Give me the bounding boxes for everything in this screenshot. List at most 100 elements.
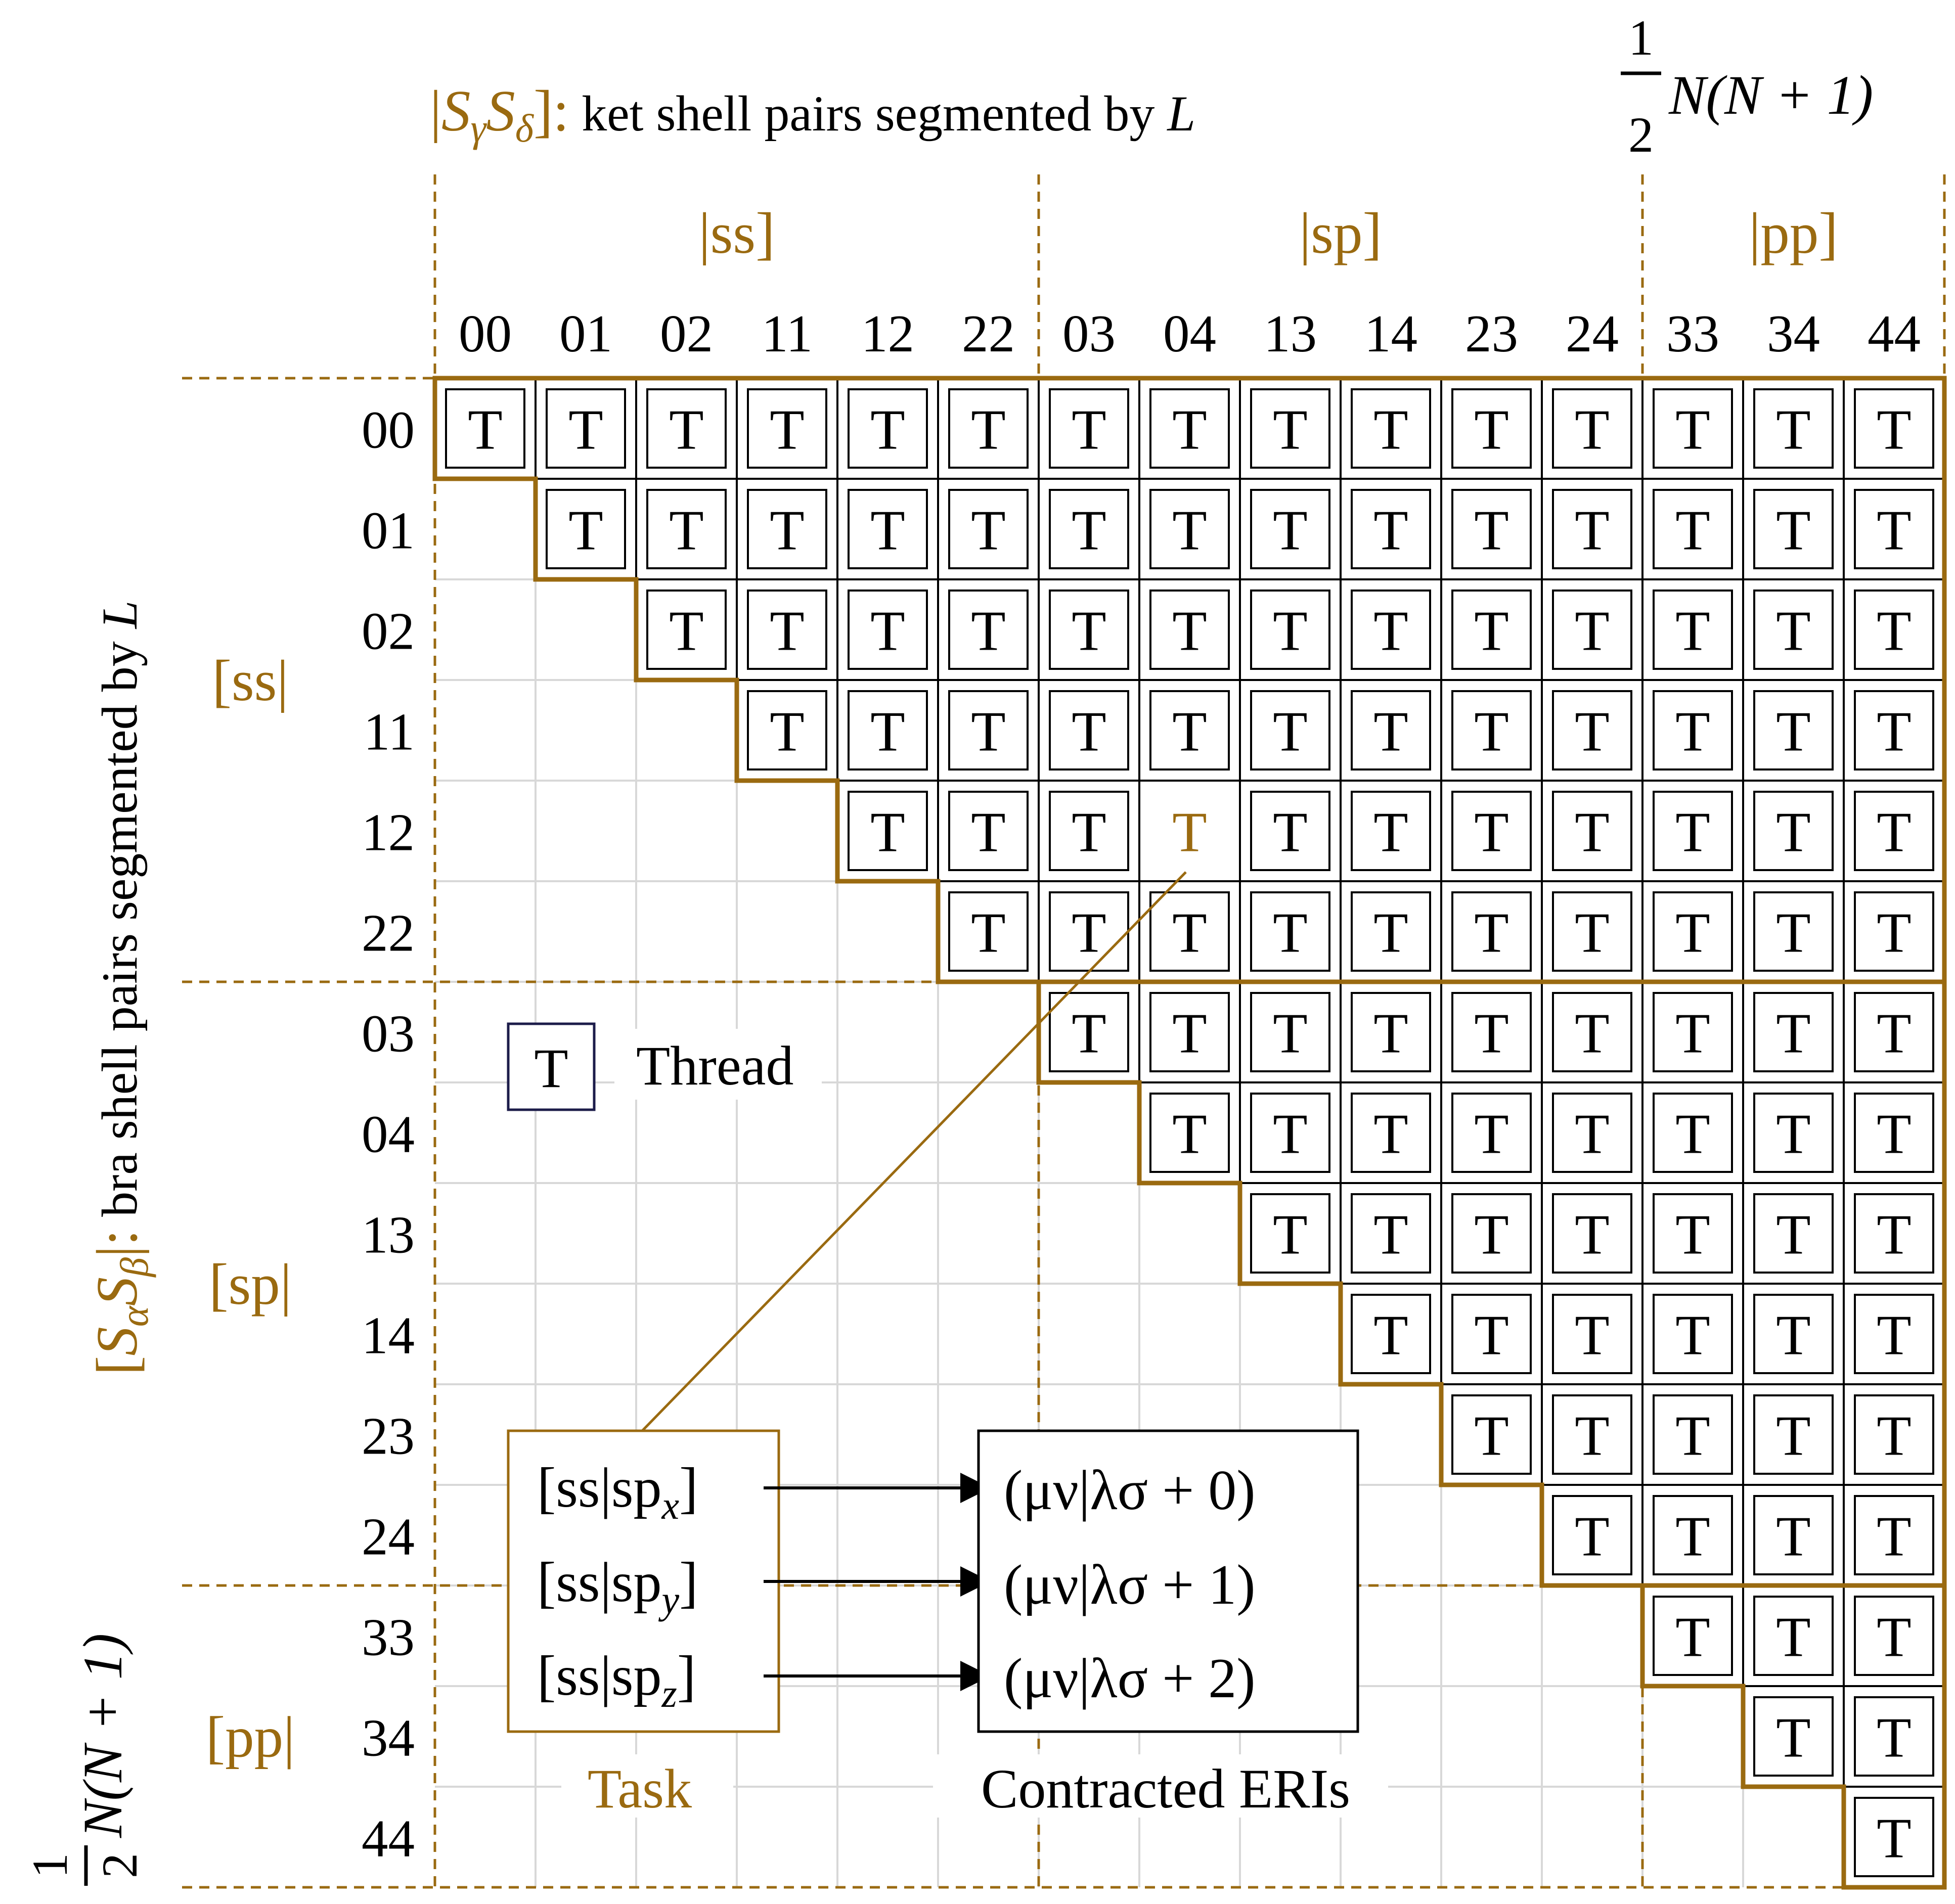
thread-cell: T [1440,880,1543,983]
thread-cell: T [1641,981,1744,1083]
thread-symbol: T [1072,600,1106,663]
task-item: [ss|spy] [537,1551,698,1622]
thread-cell: T [1239,478,1342,580]
thread-symbol: T [1675,1204,1710,1266]
segment-frame [1640,1583,1947,1890]
thread-cell: T [1541,880,1643,983]
thread-symbol: T [971,399,1005,462]
thread-cell: T [836,679,939,782]
thread-symbol: T [971,902,1005,965]
thread-cell: T [1742,1081,1845,1184]
thread-cell: T [1843,1182,1945,1285]
thread-cell: T [1440,377,1543,480]
bra-row-label: 02 [362,602,415,661]
thread-cell: T [1541,478,1643,580]
thread-cell: T [1038,780,1140,882]
thread-symbol: T [568,399,603,462]
thread-symbol: T [1273,902,1307,965]
thread-symbol: T [1172,1003,1207,1065]
thread-cell: T [1641,1081,1744,1184]
thread-cell: T [1641,880,1744,983]
thread-symbol: T [971,701,1005,763]
thread-symbol: T [1373,801,1408,864]
bra-row-label: 03 [362,1004,415,1063]
thread-cell: T [1239,1182,1342,1285]
svg-text:1: 1 [1628,10,1654,66]
thread-symbol: T [1474,1304,1508,1367]
thread-cell: T [937,578,1040,681]
eri-title: Contracted ERIs [981,1758,1350,1820]
thread-cell: T [1138,478,1241,580]
thread-cell: T [635,478,738,580]
thread-cell: T [1340,578,1442,681]
thread-symbol: T [1072,902,1106,965]
thread-symbol: T [1575,600,1609,663]
thread-cell: T [434,377,537,480]
legend-thread-label: Thread [636,1035,793,1097]
thread-symbol: T [1273,1003,1307,1065]
thread-cell: T [1742,1584,1845,1687]
task-item: [ss|spz] [537,1645,696,1715]
thread-symbol: T [1373,1003,1408,1065]
ket-count-formula: 1 2 N(N + 1) [1621,10,1873,163]
thread-symbol: T [1072,1003,1106,1065]
eri-item: (μν|λσ + 1) [1004,1554,1256,1616]
thread-symbol: T [1273,801,1307,864]
thread-symbol: T [1776,801,1810,864]
thread-symbol: T [1575,1204,1609,1266]
thread-cell: T [1340,780,1442,882]
bra-group-label: [sp| [209,1252,292,1317]
thread-symbol: T [1877,1304,1911,1367]
thread-cell: T [1641,478,1744,580]
bra-row-label: 11 [364,702,415,761]
ket-column-label: 22 [962,304,1015,363]
thread-symbol: T [568,500,603,562]
thread-symbol: T [1675,1103,1710,1166]
thread-symbol: T [1776,1405,1810,1468]
thread-symbol: T [1776,1304,1810,1367]
thread-symbol: T [1172,1103,1207,1166]
thread-symbol: T [1877,399,1911,462]
thread-cell: T [1641,578,1744,681]
thread-cell: T [1440,1383,1543,1486]
svg-text:2: 2 [1628,107,1654,163]
thread-symbol: T [1172,701,1207,763]
task-box: [ss|spx][ss|spy][ss|spz] Task [507,1429,780,1820]
thread-symbol: T [1474,1204,1508,1266]
thread-symbol: T [1877,902,1911,965]
thread-cell: T [1138,679,1241,782]
thread-symbol: T [1776,1003,1810,1065]
thread-cell: T [535,478,637,580]
thread-symbol: T [870,801,905,864]
thread-symbol: T [1877,600,1911,663]
thread-symbol: T [870,500,905,562]
svg-text:N(N + 1): N(N + 1) [1668,64,1873,126]
thread-symbol: T [1474,500,1508,562]
thread-symbol: T [1675,1405,1710,1468]
ket-column-label: 34 [1767,304,1820,363]
thread-symbol: T [1675,701,1710,763]
ket-column-label: 00 [459,304,512,363]
eri-item: (μν|λσ + 0) [1004,1459,1256,1522]
thread-cell: T [1843,1283,1945,1385]
thread-cell: T [1641,1283,1744,1385]
thread-symbol: T [468,399,502,462]
bra-row-label: 13 [362,1205,415,1264]
task-item: [ss|spx] [537,1457,698,1527]
thread-cell: T [1440,1081,1543,1184]
bra-row-label: 44 [362,1809,415,1868]
thread-symbol: T [1474,399,1508,462]
ket-group-label: |ss] [699,201,775,265]
thread-cell: T [1239,780,1342,882]
bra-row-label: 22 [362,903,415,963]
thread-cell: T [1843,780,1945,882]
thread-symbol: T [1474,801,1508,864]
thread-cell: T [1541,1081,1643,1184]
thread-symbol: T [971,801,1005,864]
thread-symbol: T [1776,1707,1810,1770]
thread-cell: T [1541,1283,1643,1385]
bra-row-label: 24 [362,1507,415,1566]
thread-symbol: T [1877,1204,1911,1266]
